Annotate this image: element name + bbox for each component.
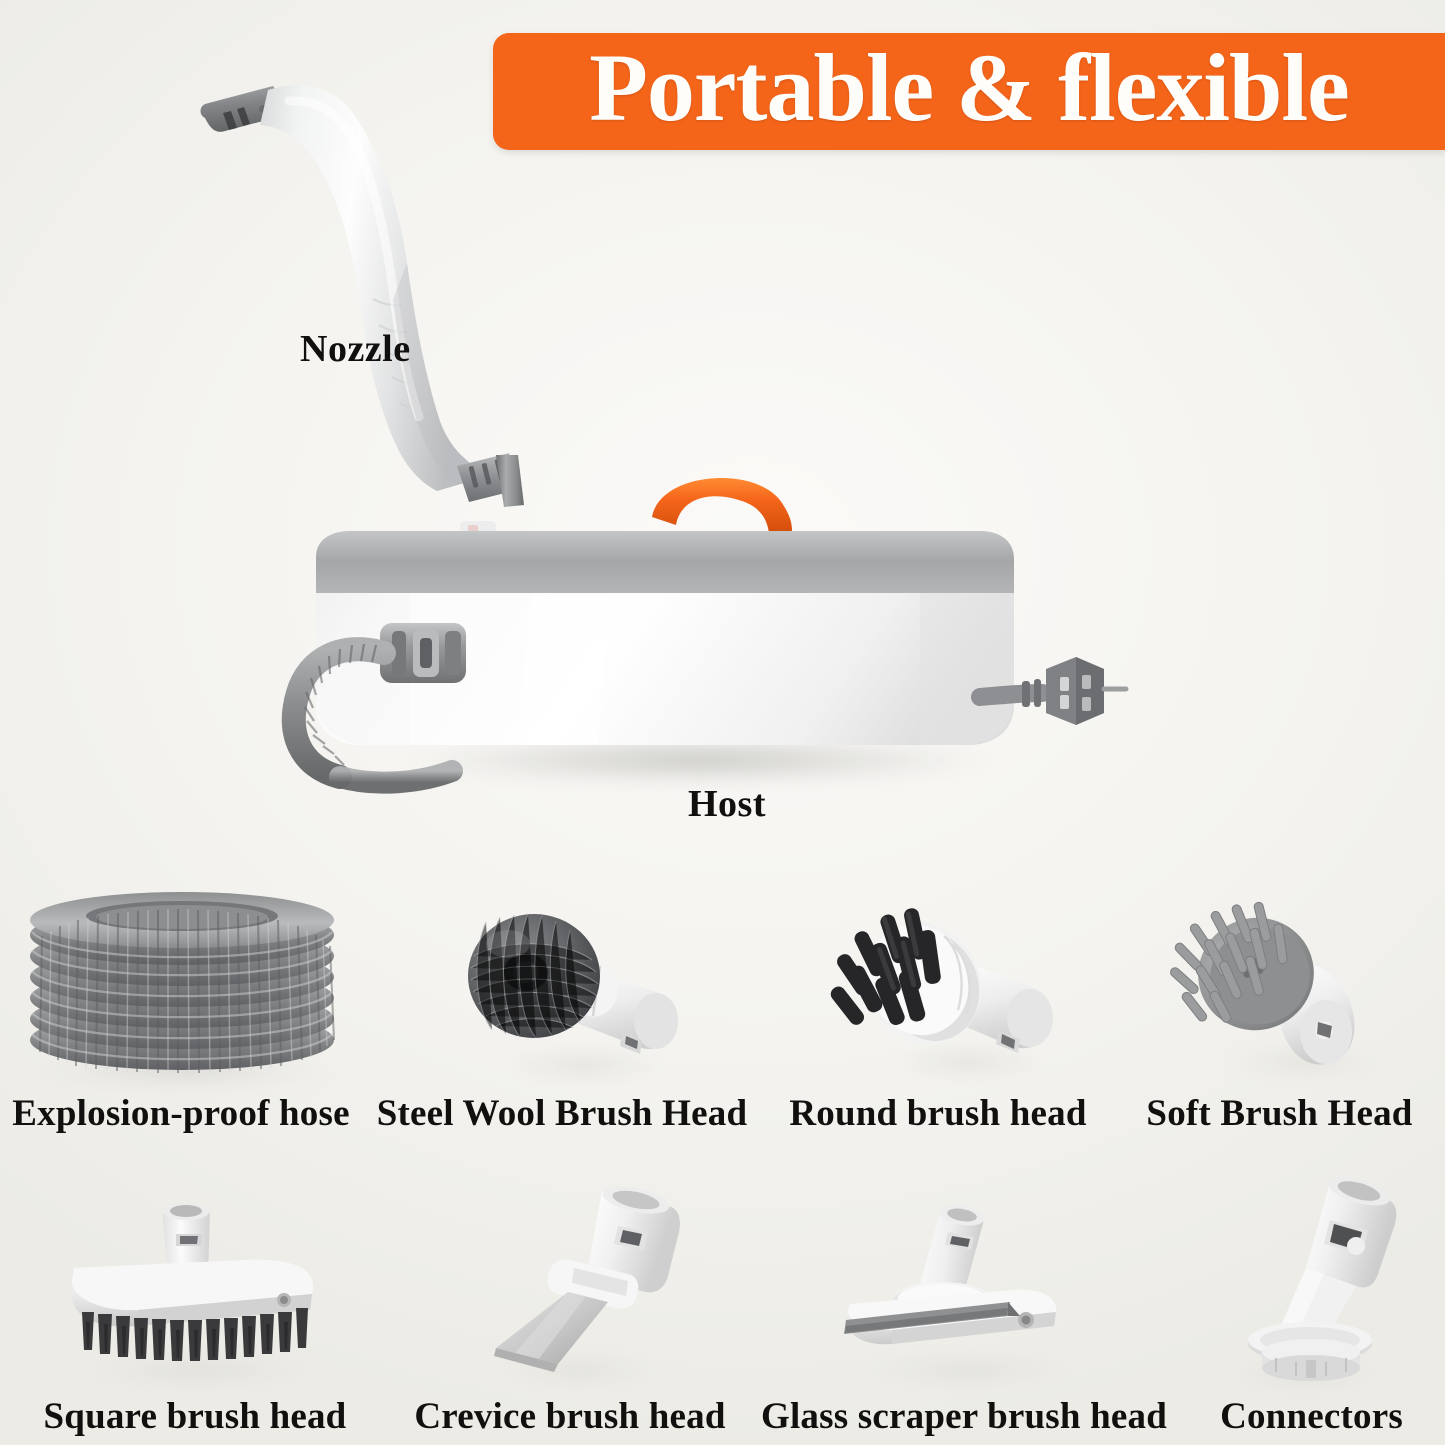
square-brush-socket	[162, 1202, 210, 1278]
accessory-label: Round brush head	[789, 1093, 1087, 1134]
steel-wool-brush-icon	[468, 913, 678, 1075]
accessory-label: Crevice brush head	[414, 1396, 726, 1437]
host-power-plug	[1046, 657, 1129, 725]
accessory-label: Connectors	[1220, 1396, 1403, 1437]
accessory-connectors: Connectors	[1178, 1160, 1445, 1445]
square-brush-icon	[71, 1202, 318, 1380]
accessory-soft-brush-head: Soft Brush Head	[1114, 860, 1445, 1150]
connector-adapter-icon	[1232, 1176, 1397, 1383]
accessory-glass-scraper-brush-head: Glass scraper brush head	[750, 1160, 1178, 1445]
hero-product-stage: Nozzle Host	[200, 85, 1129, 825]
host-power-cord	[971, 679, 1051, 707]
accessory-label: Soft Brush Head	[1146, 1093, 1413, 1134]
nozzle-handle	[260, 85, 485, 491]
crevice-scraper-icon	[494, 1186, 680, 1379]
accessory-row-1: Explosion-proof hose	[0, 860, 1445, 1150]
banner-title: Portable & flexible	[589, 33, 1349, 141]
header-banner: Portable & flexible	[493, 33, 1445, 150]
accessory-label: Explosion-proof hose	[12, 1093, 350, 1134]
callout-label-host: Host	[688, 783, 766, 825]
accessory-steel-wool-brush-head: Steel Wool Brush Head	[362, 860, 762, 1150]
host-carry-handle	[652, 478, 792, 533]
crevice-blade	[494, 1292, 608, 1372]
accessory-crevice-brush-head: Crevice brush head	[390, 1160, 750, 1445]
accessory-row-2: Square brush head	[0, 1160, 1445, 1445]
callout-label-nozzle: Nozzle	[300, 328, 411, 370]
accessory-square-brush-head: Square brush head	[0, 1160, 390, 1445]
accessory-label: Square brush head	[43, 1396, 347, 1437]
host-flexible-hose	[281, 637, 463, 794]
steam-cleaner-host-icon	[281, 478, 1129, 794]
host-body	[316, 593, 1014, 745]
host-hose-port	[380, 623, 466, 683]
accessory-explosion-proof-hose: Explosion-proof hose	[0, 860, 362, 1150]
accessory-label: Glass scraper brush head	[760, 1396, 1168, 1437]
glass-squeegee-icon	[844, 1204, 1078, 1379]
glass-squeegee-blade	[844, 1302, 1020, 1334]
connector-base-collar	[1262, 1339, 1360, 1381]
nozzle-to-host-pipe	[496, 455, 524, 507]
square-brush-plate	[71, 1259, 314, 1327]
coiled-hose-icon	[30, 892, 335, 1083]
round-brush-bristles	[830, 908, 941, 1026]
round-brush-icon	[830, 908, 1053, 1072]
host-top-band	[316, 531, 1014, 599]
soft-brush-pins	[1170, 901, 1288, 1023]
accessory-round-brush-head: Round brush head	[762, 860, 1114, 1150]
accessory-label: Steel Wool Brush Head	[376, 1093, 748, 1134]
steel-wool-mesh	[468, 913, 600, 1039]
soft-brush-icon	[1170, 901, 1380, 1072]
steam-nozzle-icon	[200, 85, 521, 502]
square-brush-bristles	[82, 1308, 308, 1361]
